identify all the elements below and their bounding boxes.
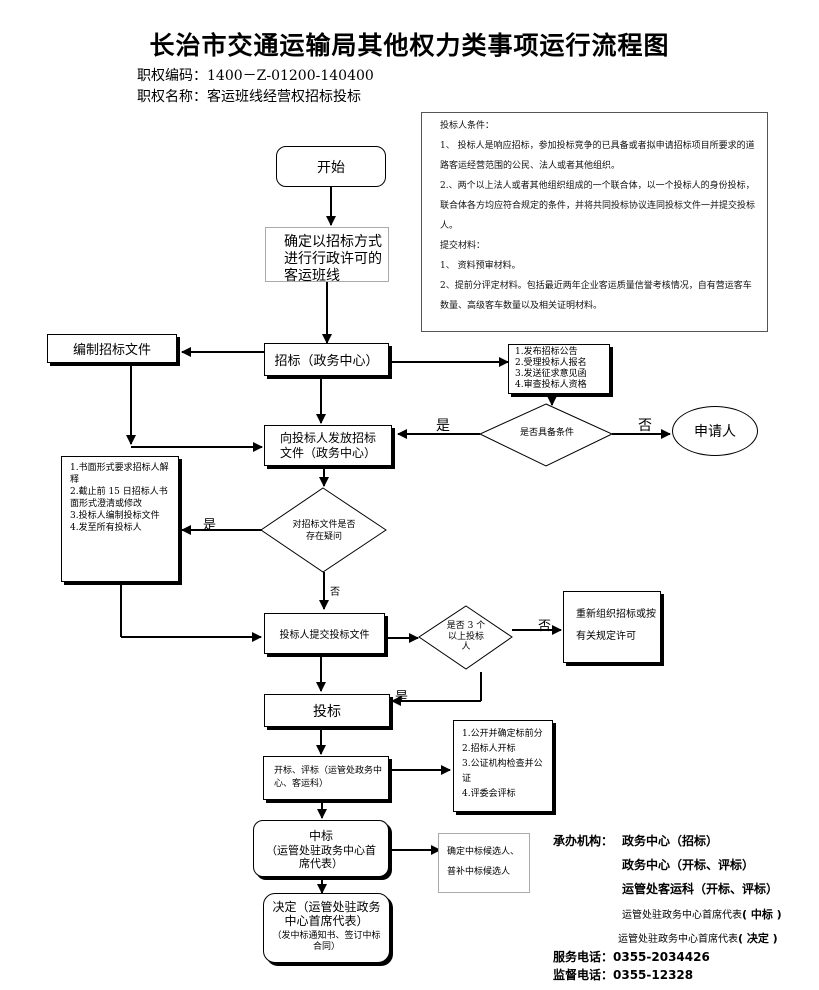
decision-sub: （发中标通知书、签订中标合同）	[272, 930, 381, 953]
agency-4-tag: ( 中标 )	[742, 908, 782, 921]
agency-5: 运管处驻政务中心首席代表( 决定 )	[618, 930, 778, 946]
agency-1: 政务中心（招标）	[622, 834, 719, 848]
tender-step-4: 4.审查投标人资格	[515, 380, 587, 390]
compile-doc-node: 编制招标文件	[47, 334, 177, 363]
eligible-yes-label: 是	[436, 418, 450, 434]
open-step-4: 4.评委会评标	[462, 789, 516, 799]
agency-4-text: 运管处驻政务中心首席代表	[622, 910, 742, 921]
tender-step-2: 2.受理投标人报名	[515, 358, 587, 368]
page-title: 长治市交通运输局其他权力类事项运行流程图	[149, 31, 670, 60]
open-step-3: 3.公证机构检查并公证	[462, 759, 543, 784]
issue-doc-node: 向投标人发放招标文件（政务中心）	[264, 425, 392, 466]
doubt-step-3: 3.投标人编制投标文件	[70, 511, 160, 521]
doubt-step-4: 4.发至所有投标人	[70, 523, 142, 533]
conditions-heading: 投标人条件：	[440, 121, 495, 131]
doubt-no-label: 否	[330, 587, 340, 598]
agency-2: 政务中心（开标、评标）	[622, 858, 755, 872]
authority-code: 职权编码：1400－Z-01200-140400	[137, 68, 374, 84]
reorganize-node: 重新组织招标或按有关规定许可	[563, 591, 661, 663]
start-node: 开始	[276, 146, 386, 187]
open-evaluate-node: 开标、评标（运管处政务中心、客运科）	[263, 756, 389, 800]
applicant-node: 申请人	[672, 406, 758, 456]
conditions-item-1: 1、 投标人是响应招标，参加投标竞争的已具备或者拟申请招标项目所要求的道路客运经…	[440, 141, 755, 171]
agency-3: 运管处客运科（开标、评标）	[622, 882, 779, 896]
tender-step-1: 1.发布招标公告	[515, 347, 578, 357]
determine-node: 确定以招标方式进行行政许可的客运班线	[265, 227, 389, 284]
candidates-node: 确定中标候选人、普补中标候选人	[438, 833, 530, 893]
doubt-step-2: 2.截止前 15 日招标人书面形式澄清或修改	[70, 487, 168, 509]
materials-item-1: 1、 资料预审材料。	[440, 261, 521, 271]
decision-title: 决定（运管处驻政务中心首席代表）	[272, 900, 381, 929]
agency-5-text: 运管处驻政务中心首席代表	[618, 934, 738, 945]
doubt-diamond	[260, 487, 387, 573]
supervise-phone: 监督电话：0355-12328	[553, 968, 694, 982]
winner-node: 中标 （运管处驻政务中心首席代表）	[253, 820, 389, 877]
authority-name: 职权名称：客运班线经营权招标投标	[137, 89, 361, 105]
winner-title: 中标	[308, 829, 333, 843]
eligible-diamond	[478, 403, 614, 467]
agency-heading: 承办机构：	[553, 834, 614, 848]
agency-4: 运管处驻政务中心首席代表( 中标 )	[622, 906, 782, 922]
tender-step-3: 3.发送征求意见函	[515, 369, 587, 379]
doubt-yes-label: 是	[203, 518, 217, 533]
enough-label: 是否 3 个以上投标人	[446, 621, 486, 653]
bid-node: 投标	[264, 694, 390, 727]
eligible-label: 是否具备条件	[519, 428, 574, 439]
submit-bid-node: 投标人提交投标文件	[264, 613, 385, 654]
materials-heading: 提交材料：	[440, 241, 486, 251]
tender-steps-node: 1.发布招标公告 2.受理投标人报名 3.发送征求意见函 4.审查投标人资格	[508, 344, 610, 394]
tender-node: 招标（政务中心）	[264, 343, 389, 376]
open-step-1: 1.公开并确定标前分	[462, 729, 543, 739]
enough-yes-label: 是	[395, 690, 409, 705]
open-step-2: 2.招标人开标	[462, 744, 516, 754]
eligible-no-label: 否	[638, 418, 652, 434]
enough-diamond	[418, 605, 513, 670]
enough-no-label: 否	[538, 619, 552, 634]
doubt-label: 对招标文件是否存在疑问	[292, 519, 356, 542]
agency-5-tag: ( 决定 )	[738, 932, 778, 945]
materials-item-2: 2、提前分评定材料。包括最近两年企业客运质量信誉考核情况，自有营运客车数量、高级…	[440, 281, 752, 311]
winner-sub: （运管处驻政务中心首席代表）	[266, 844, 376, 871]
conditions-item-2: 2.、两个以上法人或者其他组织组成的一个联合体，以一个投标人的身份投标，联合体各…	[440, 181, 756, 231]
open-steps-node: 1.公开并确定标前分 2.招标人开标 3.公证机构检查并公证 4.评委会评标	[453, 720, 553, 812]
bidder-conditions-note: 投标人条件： 1、 投标人是响应招标，参加投标竞争的已具备或者拟申请招标项目所要…	[421, 112, 768, 332]
doubt-step-1: 1.书面形式要求招标人解释	[70, 463, 169, 485]
doubt-steps-node: 1.书面形式要求招标人解释 2.截止前 15 日招标人书面形式澄清或修改 3.投…	[61, 456, 179, 582]
decision-node: 决定（运管处驻政务中心首席代表） （发中标通知书、签订中标合同）	[263, 893, 390, 963]
service-phone: 服务电话：0355-2034426	[553, 950, 710, 964]
